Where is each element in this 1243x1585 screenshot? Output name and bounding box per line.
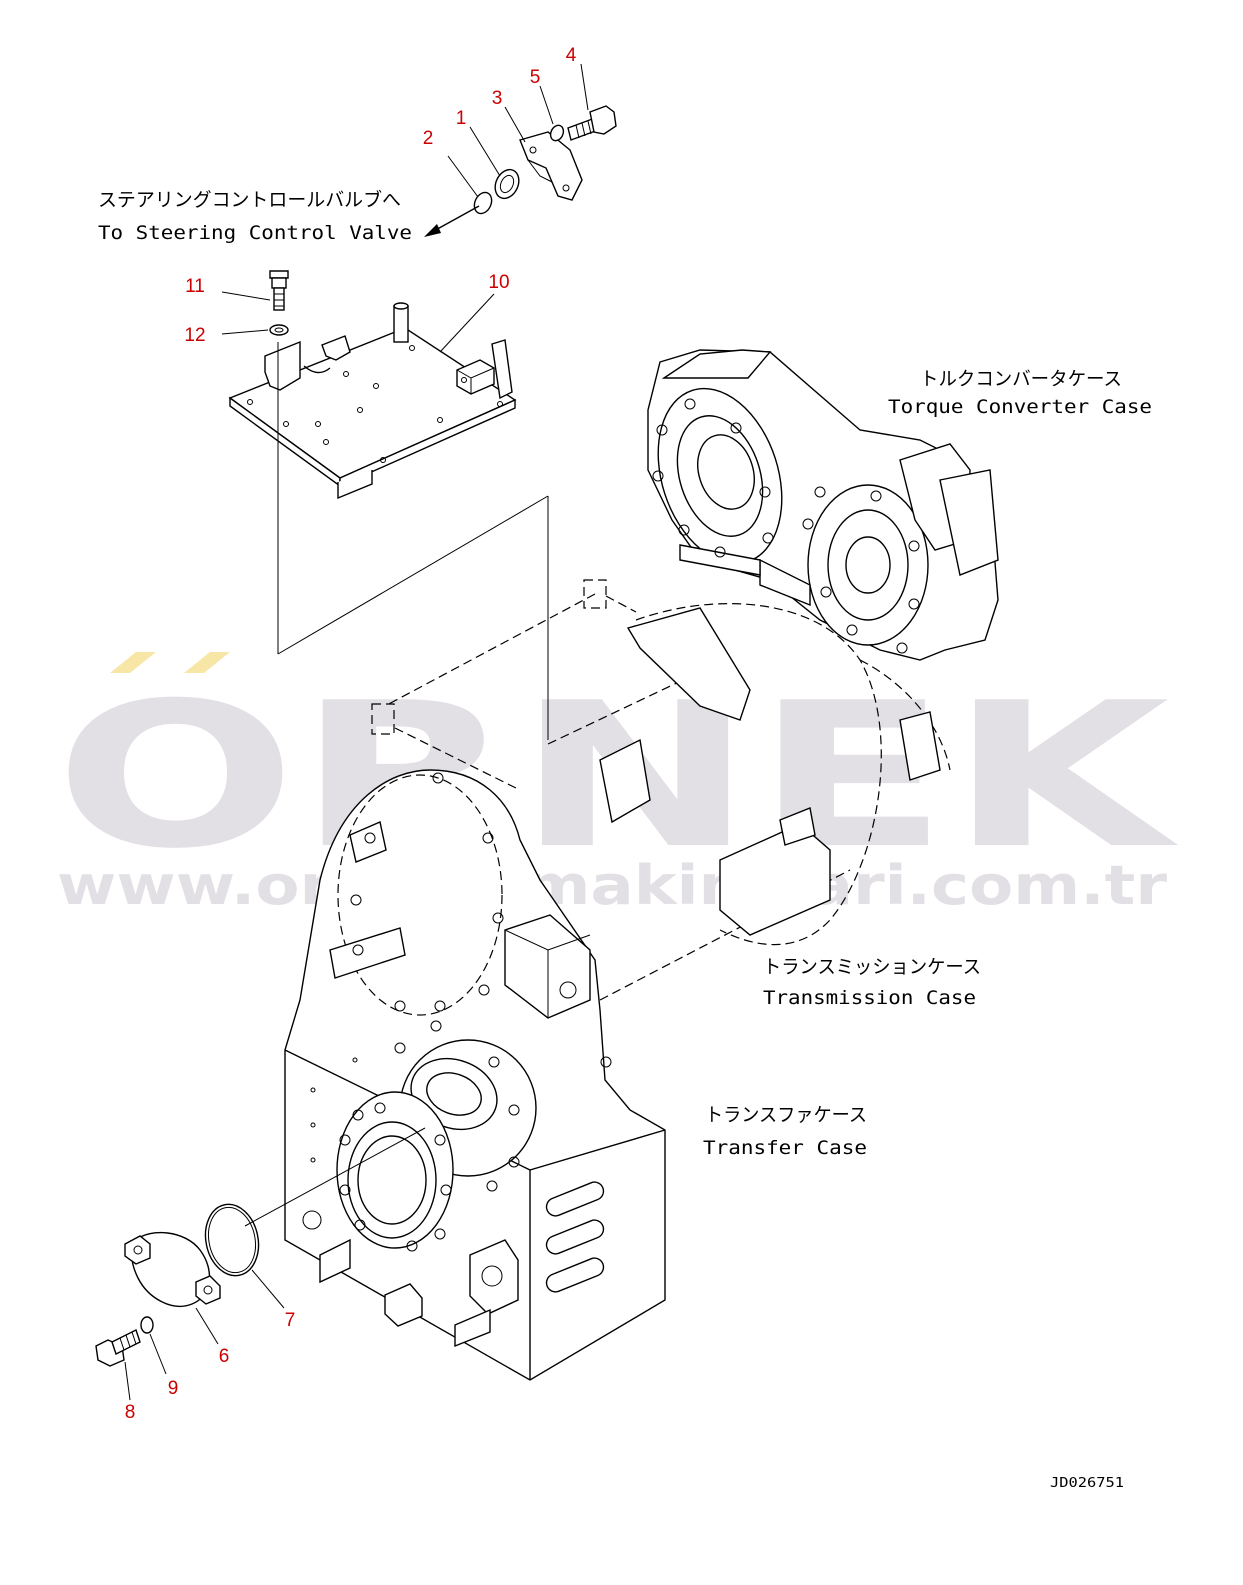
washer-part-12 [269,324,289,336]
transfer-label-jp: トランスファケース [705,1104,867,1126]
part-number-1: 1 [456,108,467,129]
part-number-7: 7 [285,1310,296,1331]
transfer-label-en: Transfer Case [703,1137,867,1159]
bolt-part-4 [567,105,617,141]
drawing-code: JD026751 [1050,1476,1124,1491]
torque-label-en: Torque Converter Case [888,396,1152,418]
part-number-10: 10 [488,272,509,293]
bolt-part-11 [269,270,289,311]
part-number-8: 8 [125,1402,136,1423]
watermark-url: www.ornekismakinalari.com.tr [57,854,1167,917]
seal-part-1 [494,168,520,200]
watermark-umlaut-left [110,652,156,673]
transmission-label-en: Transmission Case [763,987,976,1009]
captions: ステアリングコントロールバルブへ To Steering Control Val… [98,188,1152,1491]
part-number-2: 2 [423,128,434,149]
watermark-umlaut-right [184,652,230,673]
steering-arrow-head [424,224,441,237]
part-number-3: 3 [492,88,503,109]
transfer-case [284,769,666,1381]
o-ring-part-2 [473,191,493,215]
leaders-top [447,63,589,198]
transmission-case [371,579,951,1041]
washer-part-5 [549,124,565,142]
transmission-label-jp: トランスミッションケース [763,956,981,978]
part-number-5: 5 [530,67,541,88]
bolt-part-8 [95,1329,141,1367]
steering-arrow [431,205,480,233]
steering-label-jp: ステアリングコントロールバルブへ [98,188,401,211]
part-number-6: 6 [219,1346,230,1367]
steering-fitting-parts [424,105,617,237]
cover-part-6 [124,1231,221,1307]
split-flange-part-3 [519,131,583,201]
bracket-plate-part-10 [228,302,517,500]
torque-converter-case [647,349,999,661]
part-numbers: 1 2 3 4 5 6 7 8 9 10 11 12 [125,45,577,1423]
torque-label-jp: トルクコンバータケース [920,368,1122,390]
o-ring-part-7 [204,1203,260,1277]
part-number-11: 11 [185,276,205,297]
part-number-4: 4 [566,45,577,66]
part-number-12: 12 [184,325,205,346]
washer-part-9 [140,1316,154,1334]
mounting-guide-lines [277,342,549,740]
part-number-9: 9 [168,1378,179,1399]
steering-label-en: To Steering Control Valve [98,222,412,244]
